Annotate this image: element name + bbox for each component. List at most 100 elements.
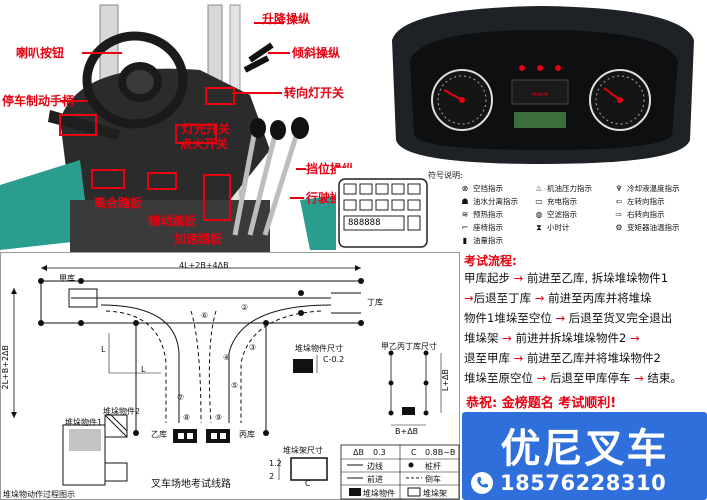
table-header-db: ΔB [353,448,364,457]
callout-line [296,168,306,170]
hourmeter-display: 888888 [348,218,381,228]
legend-hour-meter: 小时计 [547,223,570,232]
parking-brake-label: 停车制动手柄 [2,94,75,108]
instrument-dashboard: ≈≈≈ [382,0,707,168]
converter-temp-icon: ⚙ [615,223,623,232]
jia-garage-label: 甲库 [59,274,75,283]
garage-size-label: 甲乙丙丁库尺寸 [381,342,437,351]
route-number: ⑤ [231,381,239,390]
garage-horizontal-dimension: B+ΔB [395,427,419,436]
rack-dimension-c: C [305,479,311,488]
hourglass-icon: ⧗ [536,223,542,232]
l-vertical-dimension: L [101,345,106,354]
phone-icon [471,472,493,494]
dashboard-illustration: ≈≈≈ [392,6,694,164]
course-width-dimension: 4L+2B+4ΔB [179,261,229,270]
fuel-icon: ▮ [462,236,468,245]
process-text: 物件1堆垛至空位 [464,311,556,325]
horn-button-label: 喇叭按钮 [16,46,65,60]
process-line: 甲库起步 → 前进至乙库, 拆垛堆垛物件1 [464,270,668,286]
goods1-label: 堆垛物件1 [65,418,103,427]
process-caption: 堆垛物动作过程图示 [3,490,75,499]
process-text: 结束。 [643,371,682,385]
arrow: → [634,371,644,385]
process-line: →后退至丁库 → 前进至丙库并将堆垛 [464,290,652,306]
arrow: → [555,311,566,325]
brand-banner: 优尼叉车 18576228310 [462,412,707,500]
legend-air-filter: 空滤指示 [547,210,577,219]
table-header-c: C [411,448,417,457]
garage-vertical-dimension: L+ΔB [441,369,450,392]
process-text: 前进至乙库并将堆垛物件2 [523,351,661,365]
coolant-temp-icon: ♆ [615,184,623,193]
course-title: 叉车场地考试线路 [151,479,231,490]
tilt-control-label: 倾斜操纵 [292,46,341,60]
congratulations-banner: 恭祝: 金榜题名 考试顺利! [460,388,707,412]
process-title: 考试流程: [464,254,517,268]
right-turn-icon: ⇨ [615,210,623,219]
bing-garage-label: 丙库 [239,430,255,439]
turn-signal-switch-label: 转向灯开关 [284,86,345,100]
table-stack-rack: 堆垛架 [423,489,447,498]
table-header-03: 0.3 [373,448,386,457]
arrow: → [534,291,545,305]
legend-neutral: 空挡指示 [473,184,503,193]
callout-line [82,52,122,54]
neutral-icon: ⊗ [461,184,469,193]
ignition-switch-label: 点火开关 [180,137,229,151]
callout-line [60,100,88,102]
process-text: 堆垛至原空位 [464,371,537,385]
seat-icon: ⌐ [461,223,469,232]
route-number: ⑨ [215,413,223,422]
lift-control-label: 升降操纵 [262,12,311,26]
arrow: → [629,331,640,345]
arrow: → [502,331,512,345]
symbol-legend: 符号说明: 888888 ⊗空挡指示 ☗油水分离指示 ≋预热指示 ⌐座椅指示 ▮… [336,168,707,250]
yi-garage-label: 乙库 [151,430,167,439]
process-line: 退至甲库 → 前进至乙库并将堆垛物件2 [464,350,661,366]
arrow: → [513,351,524,365]
congratulations-text: 恭祝: 金榜题名 考试顺利! [466,396,617,411]
rack-size-label: 堆垛架尺寸 [283,446,323,455]
phone-row: 18576228310 [470,470,702,496]
callout-line [290,197,304,199]
legend-charging: 充电指示 [547,197,577,206]
process-text: 后退至货叉完全退出 [565,311,673,325]
process-text: 退至甲库 [464,351,514,365]
air-filter-icon: ◍ [535,210,543,219]
l-horizontal-dimension: L [141,365,146,374]
legend-preheat: 预热指示 [473,210,503,219]
table-stake: 桩杆 [425,462,441,471]
course-route-diagram [11,265,460,500]
rack-dimension-2: 2 [269,472,275,481]
preheat-icon: ≋ [461,210,469,219]
process-text: 前进至乙库, 拆垛堆垛物件1 [523,271,669,285]
stack-size-label: 堆垛物件尺寸 [295,344,343,353]
route-number: ④ [223,353,231,362]
callout-line [254,22,284,24]
brand-name: 优尼叉车 [500,426,669,472]
legend-title: 符号说明: [428,171,463,180]
process-text: 前进至丙库并将堆垛 [544,291,652,305]
legend-coolant: 冷却液温度指示 [627,184,680,193]
process-line: 堆垛架 → 前进并拆垛堆垛物件2 → [464,330,640,346]
svg-text:≈≈≈: ≈≈≈ [532,90,549,100]
legend-oil-pressure: 机油压力指示 [547,184,592,193]
callout-line [268,52,290,54]
clutch-pedal-label: 离合踏板 [94,196,143,210]
course-height-dimension: 2L+B+2ΔB [1,345,10,390]
process-text: 后退至甲库停车 [546,371,635,385]
legend-converter: 变矩器油温指示 [627,223,680,232]
legend-left-turn: 左转向指示 [627,197,665,206]
process-text: 前进并拆垛堆垛物件2 [511,331,630,345]
table-reverse: 倒车 [425,475,441,484]
phone-number[interactable]: 18576228310 [500,471,667,495]
process-line: 物件1堆垛至空位 → 后退至货叉完全退出 [464,310,672,326]
process-text: 堆垛架 [464,331,503,345]
oil-pressure-icon: ♨ [535,184,543,193]
route-number: ⑦ [177,393,185,402]
rack-dimension-12: 1.2 [269,459,282,468]
goods2-label: 堆垛物件2 [103,407,141,416]
legend-right-turn: 右转向指示 [627,210,665,219]
arrow: → [536,371,547,385]
